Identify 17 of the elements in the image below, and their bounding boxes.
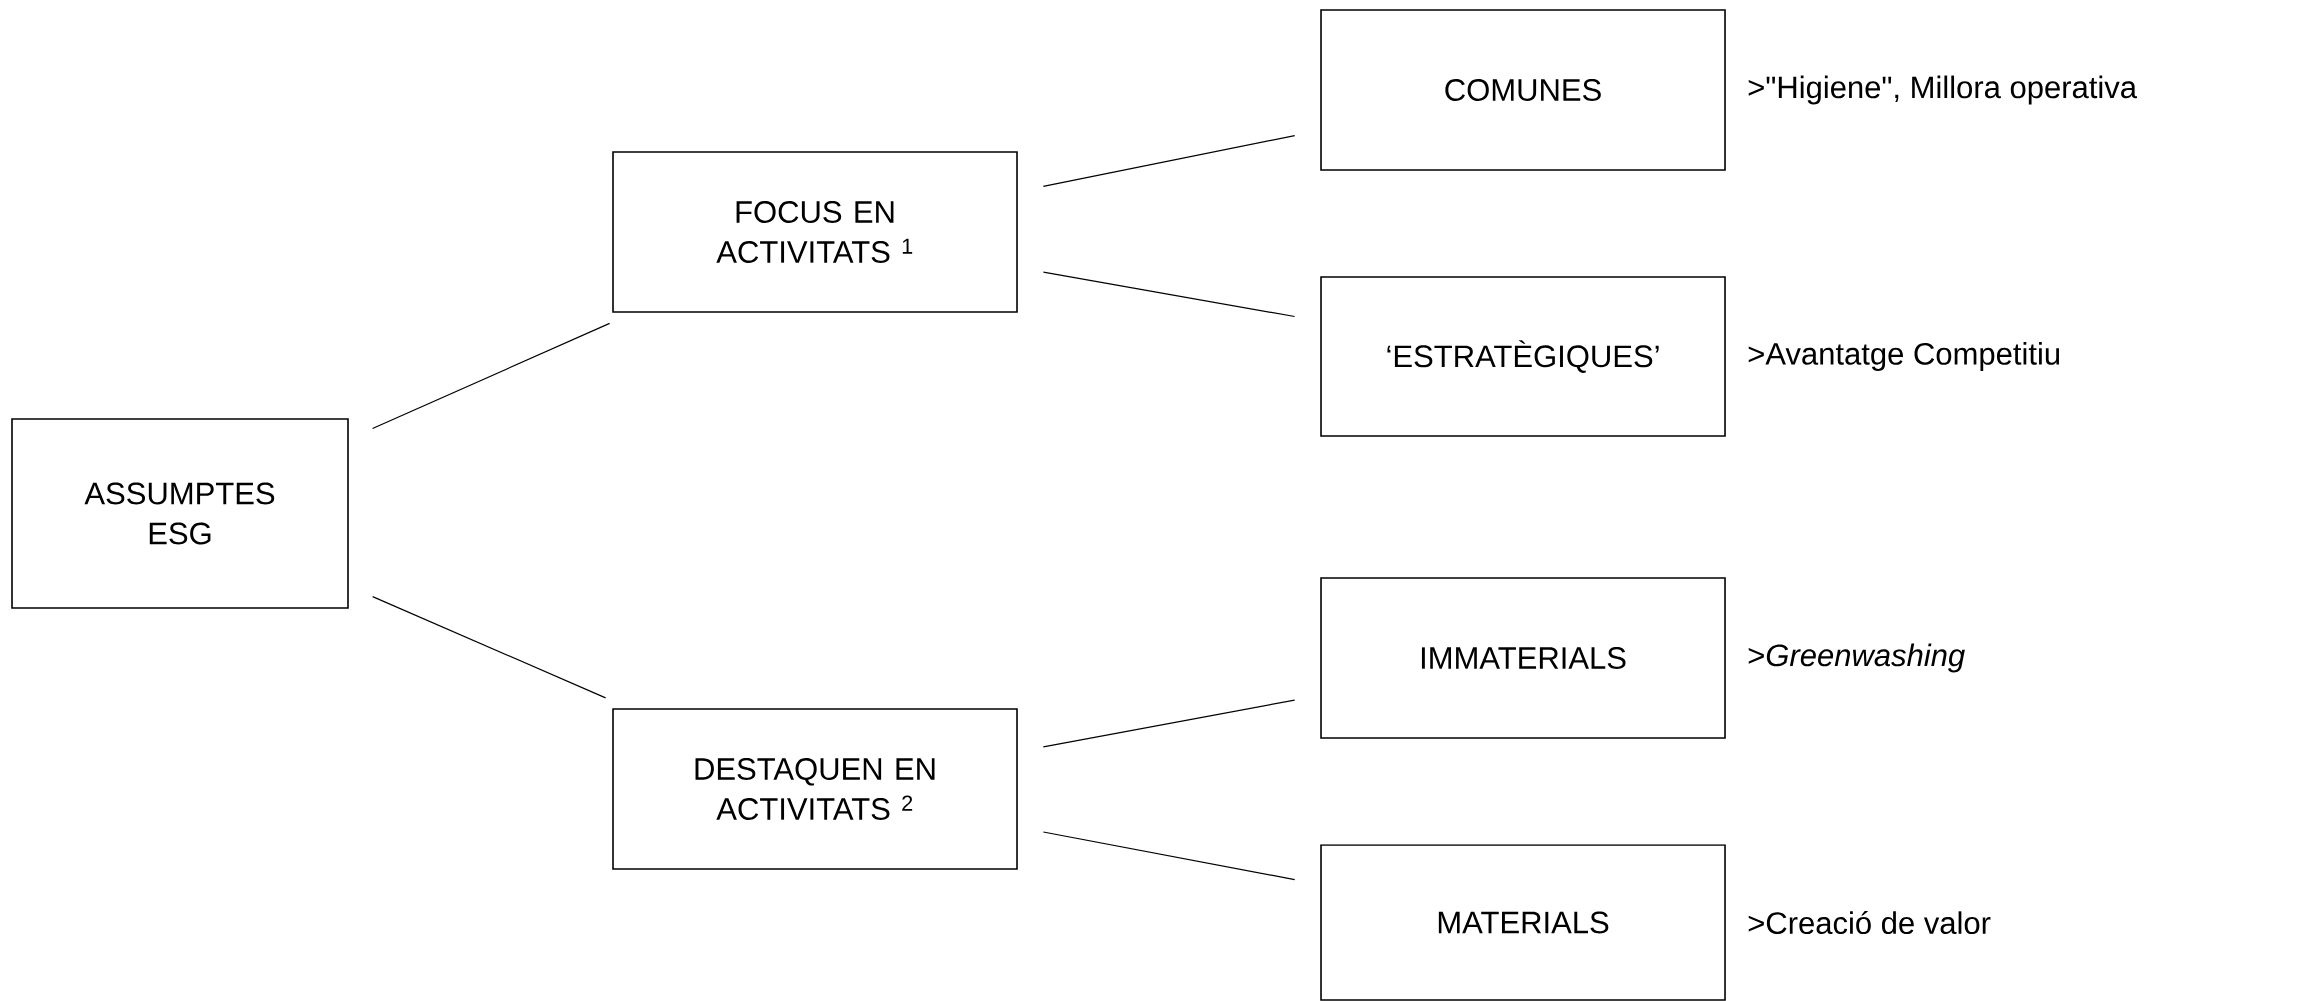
box: MATERIALS bbox=[1320, 844, 1726, 1001]
box: COMUNES bbox=[1320, 9, 1726, 171]
connector-line bbox=[1042, 699, 1296, 748]
connector-line bbox=[372, 596, 607, 699]
box: ‘ESTRATÈGIQUES’ bbox=[1320, 276, 1726, 437]
box: DESTAQUEN EN ACTIVITATS $^{2}$ bbox=[612, 708, 1018, 870]
connector-line bbox=[1042, 831, 1296, 881]
connector-line bbox=[371, 322, 611, 430]
box: FOCUS EN ACTIVITATS $^{1}$ bbox=[612, 151, 1018, 313]
connector-line bbox=[1042, 134, 1296, 187]
beside-text: >"Higiene", Millora operativa bbox=[1748, 75, 2138, 105]
box: IMMATERIALS bbox=[1320, 577, 1726, 739]
connector-line bbox=[1042, 271, 1296, 318]
beside-text: >Avantatge Competitiu bbox=[1748, 342, 2060, 371]
box: ASSUMPTES ESG bbox=[11, 418, 349, 609]
beside-text: >Greenwashing bbox=[1748, 643, 1965, 673]
beside-text: >Creació de valor bbox=[1748, 910, 1991, 935]
